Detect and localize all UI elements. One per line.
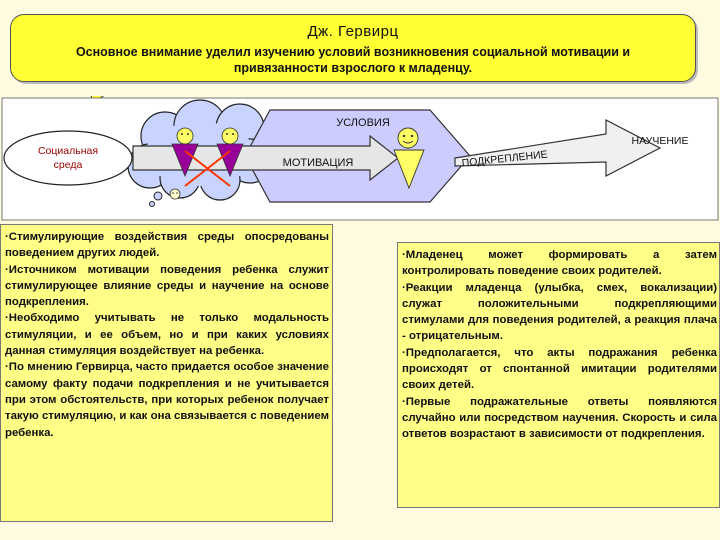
social-env-label-1: Социальная	[38, 145, 98, 157]
face-icon	[393, 127, 425, 190]
person-right-icon	[216, 127, 244, 178]
cloud-dot	[153, 191, 163, 201]
left-item-2: ·Источником мотивации поведения ребенка …	[5, 263, 329, 309]
title: Дж. Гервирц	[307, 23, 399, 40]
left-text-box: ·Стимулирующие воздействия среды опосред…	[0, 224, 333, 522]
baby-icon	[169, 188, 181, 200]
diagram: УСЛОВИЯ Социальная среда МОТИВАЦИЯ ПОДКР…	[1, 96, 719, 221]
cloud-dot	[149, 201, 155, 207]
x-lines	[184, 150, 231, 187]
right-item-4: ·Первые подражательные ответы появляются…	[402, 395, 717, 441]
right-item-3: ·Предполагается, что акты подражания реб…	[402, 346, 717, 392]
person-left-icon	[171, 127, 199, 178]
left-item-4: ·По мнению Гервирца, часто придается осо…	[5, 361, 329, 439]
right-text-box: ·Младенец может формировать а затем конт…	[397, 242, 720, 508]
title-callout: Дж. Гервирц Основное внимание уделил изу…	[10, 14, 696, 82]
motivation-label: МОТИВАЦИЯ	[283, 157, 354, 169]
conditions-label: УСЛОВИЯ	[336, 117, 390, 129]
social-env-label-2: среда	[54, 159, 83, 171]
motivation-arrow	[132, 134, 399, 182]
right-item-2: ·Реакции младенца (улыбка, смех, вокализ…	[402, 281, 717, 343]
right-item-1: ·Младенец может формировать а затем конт…	[402, 249, 717, 278]
learning-arrow	[454, 119, 662, 177]
left-item-3: ·Необходимо учитывать не только модально…	[5, 312, 329, 358]
learning-label: НАУЧЕНИЕ	[632, 135, 689, 147]
subtitle: Основное внимание уделил изучению услови…	[75, 45, 631, 75]
left-item-1: ·Стимулирующие воздействия среды опосред…	[5, 231, 329, 260]
social-env-ellipse	[3, 130, 133, 186]
